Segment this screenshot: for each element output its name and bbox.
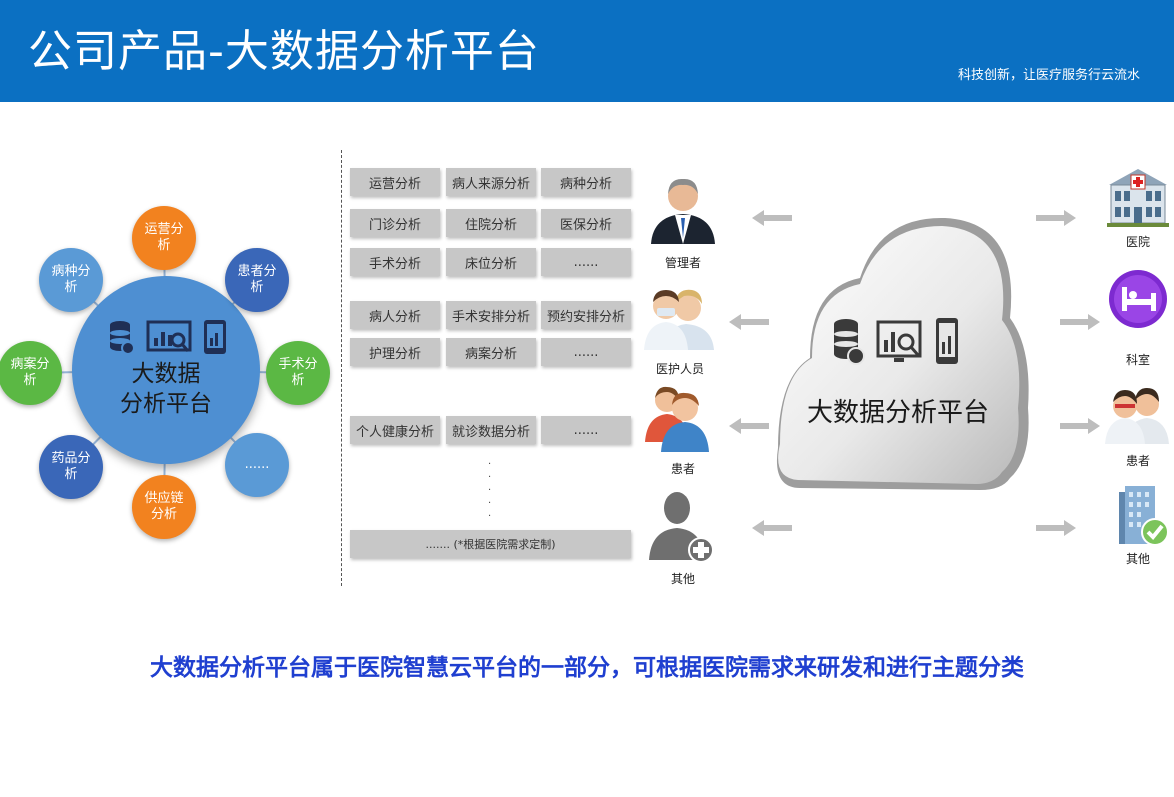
grid-item: 预约安排分析 <box>541 301 631 329</box>
user-manager: 管理者 <box>643 172 723 272</box>
vertical-ellipsis: ····· <box>488 459 492 522</box>
grid-item: 就诊数据分析 <box>446 416 536 444</box>
custom-analysis-box: ....... (*根据医院需求定制) <box>350 530 631 558</box>
database-icon <box>110 321 135 355</box>
arrow-right-icon <box>1036 520 1076 536</box>
satellite-medical-records: 病案分析 <box>0 341 62 405</box>
arrow-left-icon <box>752 520 792 536</box>
user-other: 其他 <box>643 488 723 588</box>
hub-title-line1: 大数据 <box>131 361 201 387</box>
patient-label: 患者 <box>670 462 695 476</box>
arrow-right-icon <box>1036 210 1076 226</box>
tablet-icon <box>204 320 226 354</box>
target-hospital: 医院 <box>1103 165 1173 265</box>
patient-group-icon <box>645 386 709 452</box>
satellite-surgery: 手术分析 <box>266 341 330 405</box>
other-target-label: 其他 <box>1125 552 1150 566</box>
grid-item: 病人分析 <box>350 301 440 329</box>
grid-item: 床位分析 <box>446 248 536 276</box>
arrow-left-icon <box>729 314 769 330</box>
grid-item: 门诊分析 <box>350 209 440 237</box>
grid-item: ...... <box>541 416 631 444</box>
user-medical-staff: 医护人员 <box>640 278 720 378</box>
header-bar: 公司产品-大数据分析平台 科技创新，让医疗服务行云流水 <box>0 0 1174 102</box>
grid-item: 手术安排分析 <box>446 301 536 329</box>
manager-icon <box>651 178 715 244</box>
grid-item: 个人健康分析 <box>350 416 440 444</box>
grid-item: 护理分析 <box>350 338 440 366</box>
grid-item: 医保分析 <box>541 209 631 237</box>
arrow-left-icon <box>752 210 792 226</box>
medical-staff-label: 医护人员 <box>655 362 704 376</box>
monitor-chart-icon <box>146 320 192 352</box>
satellite-supply-chain: 供应链分析 <box>132 475 196 539</box>
cloud-title: 大数据分析平台 <box>806 398 989 428</box>
grid-item: 病人来源分析 <box>446 168 536 196</box>
grid-item: 运营分析 <box>350 168 440 196</box>
target-patient: 患者 <box>1103 380 1173 480</box>
cloud-shape <box>776 217 1029 490</box>
slogan: 科技创新，让医疗服务行云流水 <box>957 68 1140 83</box>
satellite-more: ...... <box>225 433 289 497</box>
department-label: 科室 <box>1125 353 1150 367</box>
arrow-right-icon <box>1060 418 1100 434</box>
satellite-patients: 患者分析 <box>225 248 289 312</box>
patients-icon <box>1105 388 1169 444</box>
arrow-right-icon <box>1060 314 1100 330</box>
patient-target-label: 患者 <box>1125 454 1150 468</box>
section-divider <box>341 150 342 586</box>
database-icon <box>834 319 865 365</box>
hospital-bed-icon <box>1109 270 1167 328</box>
satellite-diseases: 病种分析 <box>39 248 103 312</box>
grid-item: ...... <box>541 338 631 366</box>
hub-title-line2: 分析平台 <box>120 391 212 417</box>
person-plus-icon <box>649 492 714 563</box>
satellite-operations: 运营分析 <box>132 206 196 270</box>
monitor-chart-icon <box>876 320 922 362</box>
target-department: 科室 <box>1103 265 1173 367</box>
other-label: 其他 <box>670 572 695 586</box>
hub-icons <box>110 320 226 355</box>
satellite-drugs: 药品分析 <box>39 435 103 499</box>
medical-staff-icon <box>644 289 714 350</box>
footer-caption: 大数据分析平台属于医院智慧云平台的一部分，可根据医院需求来研发和进行主题分类 <box>150 655 1024 681</box>
grid-item: 手术分析 <box>350 248 440 276</box>
grid-item: ...... <box>541 248 631 276</box>
manager-label: 管理者 <box>664 256 701 270</box>
tablet-icon <box>936 318 958 364</box>
grid-item: 病种分析 <box>541 168 631 196</box>
target-other: 其他 <box>1103 482 1173 582</box>
hospital-label: 医院 <box>1125 235 1150 249</box>
grid-item: 病案分析 <box>446 338 536 366</box>
hospital-icon <box>1107 169 1169 227</box>
user-patient: 患者 <box>643 378 723 478</box>
big-data-hub: 大数据 分析平台 <box>72 276 260 464</box>
arrow-left-icon <box>729 418 769 434</box>
grid-item: 住院分析 <box>446 209 536 237</box>
platform-cloud: 大数据分析平台 <box>770 208 1040 498</box>
page-title: 公司产品-大数据分析平台 <box>28 26 540 77</box>
building-check-icon <box>1119 486 1169 546</box>
